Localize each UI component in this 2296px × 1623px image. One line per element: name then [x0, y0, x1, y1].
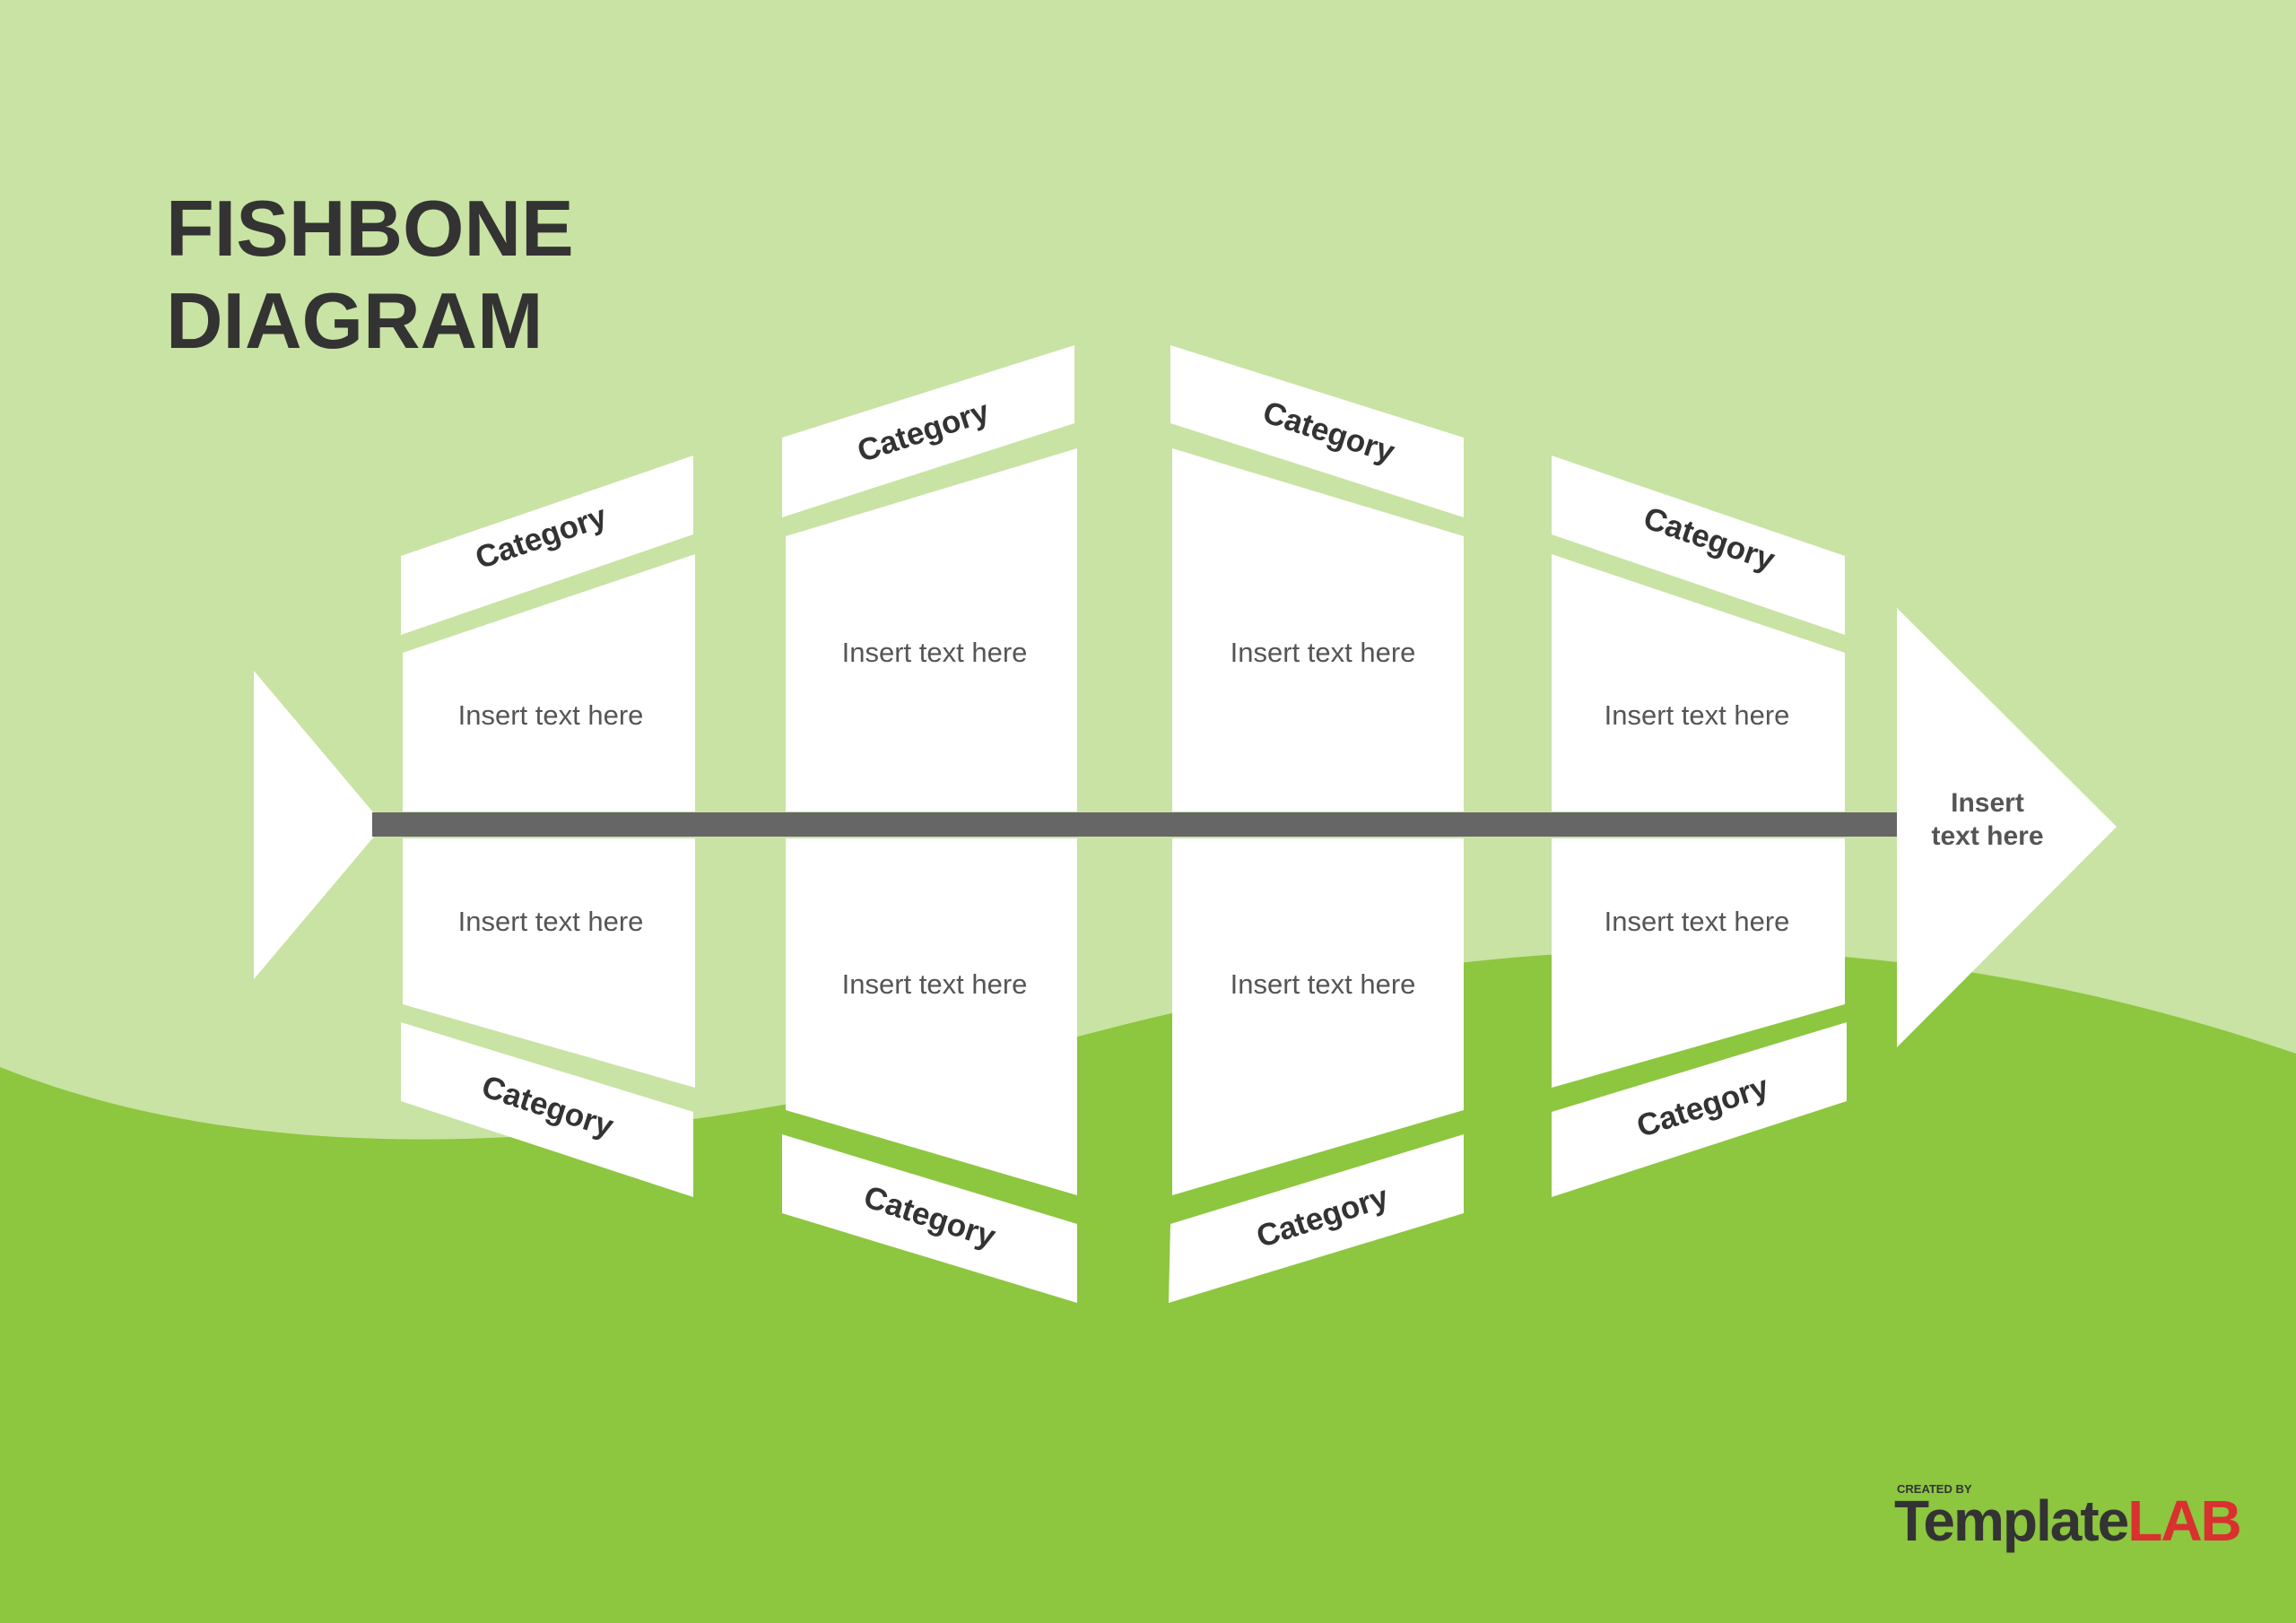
logo-brand: TemplateLAB	[1894, 1488, 2240, 1553]
logo-brand-main: Template	[1894, 1488, 2128, 1553]
fish-spine	[372, 812, 1901, 837]
fish-tail	[254, 671, 384, 979]
cause-box-bottom-3	[1172, 838, 1464, 1195]
category-tab-bottom-1	[401, 1022, 693, 1197]
head-text-line-1: Insert	[1951, 788, 2024, 818]
category-tab-bottom-3	[1169, 1134, 1464, 1303]
category-tab-top-3	[1170, 345, 1464, 517]
cause-text-bottom-4: Insert text here	[1605, 906, 1790, 937]
title-line-1: FISHBONE	[166, 184, 574, 273]
category-tab-top-4	[1552, 456, 1845, 635]
fish-head	[1897, 608, 2117, 1047]
cause-text-top-2: Insert text here	[842, 637, 1028, 668]
cause-box-top-2	[786, 448, 1077, 812]
templatelab-logo: CREATED BY TemplateLAB	[1894, 1482, 2242, 1553]
cause-box-bottom-1	[403, 838, 695, 1088]
title-line-2: DIAGRAM	[166, 276, 543, 365]
cause-text-bottom-1: Insert text here	[458, 906, 644, 937]
category-tab-top-2	[782, 345, 1074, 517]
category-tab-top-1	[401, 456, 693, 635]
category-tab-bottom-2	[782, 1134, 1077, 1303]
logo-created-by: CREATED BY	[1897, 1482, 1972, 1496]
logo-brand-accent: LAB	[2127, 1488, 2240, 1553]
cause-text-top-1: Insert text here	[458, 699, 644, 731]
cause-box-bottom-2	[786, 838, 1077, 1195]
cause-text-top-3: Insert text here	[1231, 637, 1416, 668]
cause-text-bottom-3: Insert text here	[1231, 968, 1416, 1000]
category-tab-bottom-4	[1552, 1022, 1847, 1197]
cause-box-top-3	[1172, 448, 1464, 812]
head-text-line-2: text here	[1931, 821, 2043, 851]
cause-text-top-4: Insert text here	[1605, 699, 1790, 731]
cause-box-top-1	[403, 554, 695, 812]
cause-box-top-4	[1552, 554, 1845, 812]
cause-text-bottom-2: Insert text here	[842, 968, 1028, 1000]
cause-box-bottom-4	[1552, 838, 1845, 1088]
